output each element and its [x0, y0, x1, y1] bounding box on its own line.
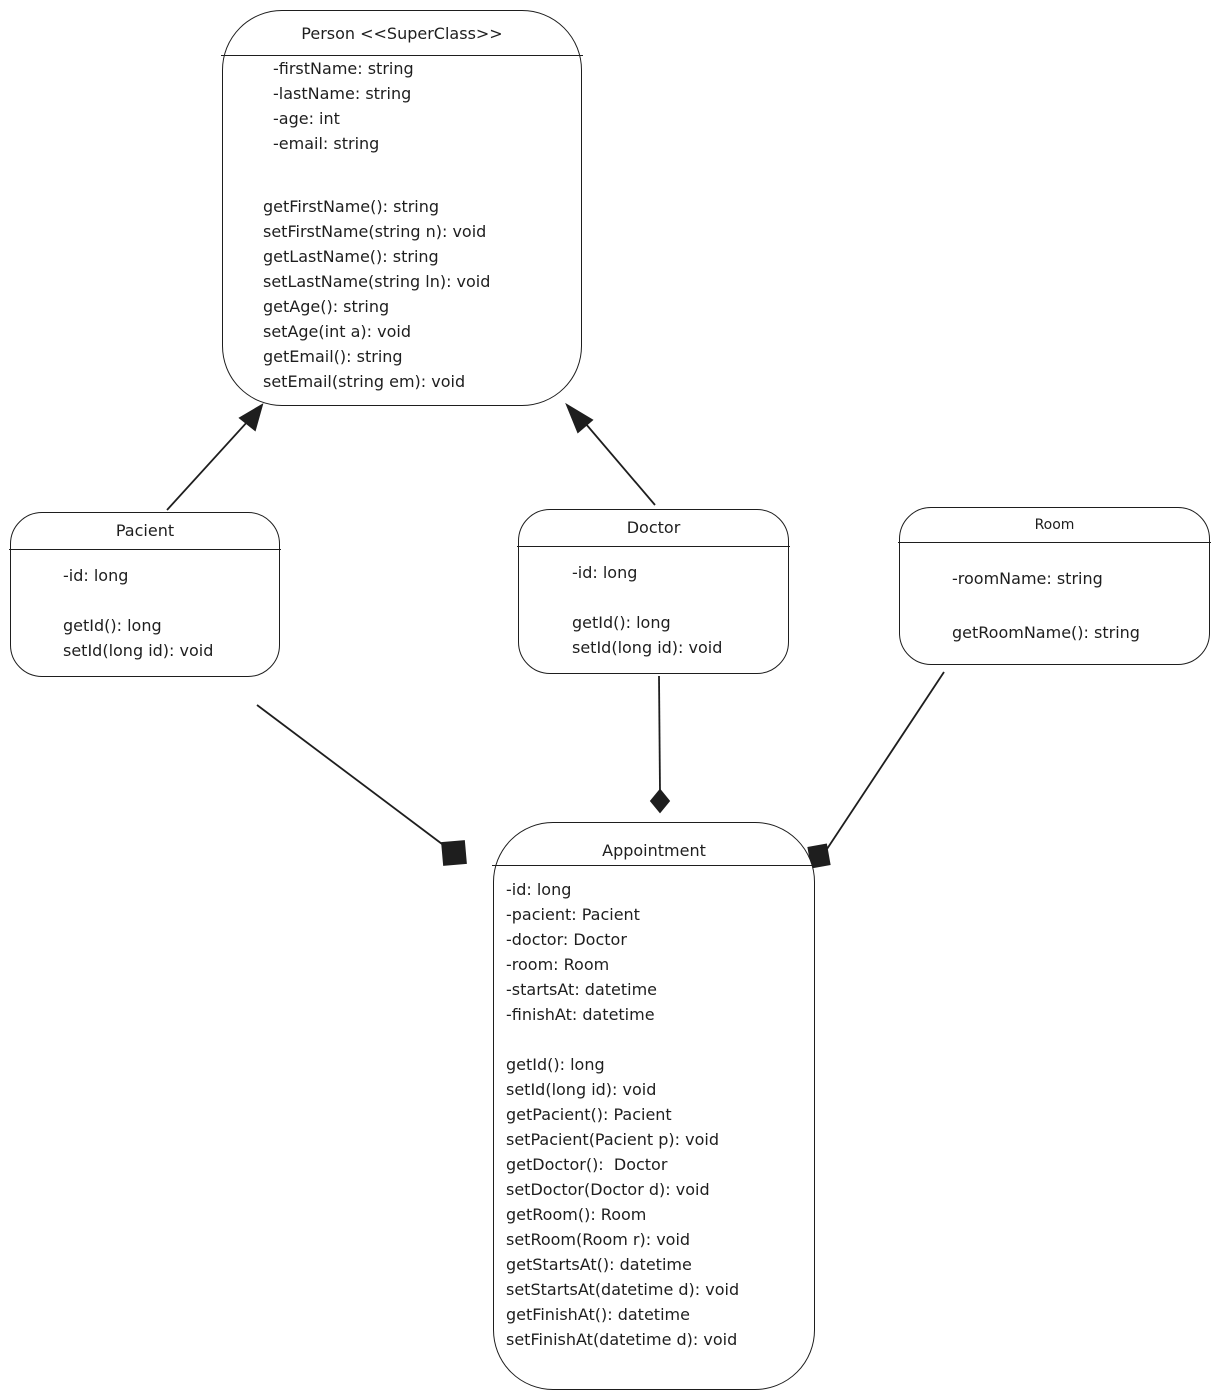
divider: [221, 55, 583, 56]
method-list: getId(): long setId(long id): void getPaci…: [506, 1052, 739, 1352]
attribute-item: -room: Room: [506, 955, 610, 974]
class-appointment[interactable]: Appointment -id: long -pacient: Pacient -d…: [492, 822, 816, 1390]
divider: [898, 542, 1211, 543]
inheritance-arrowhead-icon: [565, 402, 594, 434]
attribute-list: -id: long: [63, 563, 128, 588]
method-item: getId(): long: [572, 613, 671, 632]
method-item: getRoomName(): string: [952, 623, 1140, 642]
class-name: Pacient: [115, 521, 175, 540]
divider: [9, 549, 281, 550]
attribute-item: -lastName: string: [273, 84, 412, 103]
attribute-item: -id: long: [506, 880, 572, 899]
attribute-item: -roomName: string: [952, 569, 1103, 588]
doctor-appointment-composition-line: [658, 675, 661, 793]
class-name: Appointment: [602, 841, 706, 860]
method-item: setLastName(string ln): void: [263, 272, 491, 291]
class-name: Person <<SuperClass>>: [301, 24, 503, 43]
method-item: setFirstName(string n): void: [263, 222, 487, 241]
attribute-item: -pacient: Pacient: [506, 905, 640, 924]
class-person[interactable]: Person <<SuperClass>> -firstName: string…: [221, 10, 583, 406]
method-item: setId(long id): void: [572, 638, 723, 657]
attribute-item: -firstName: string: [273, 59, 414, 78]
method-item: getFirstName(): string: [263, 197, 440, 216]
inheritance-arrowhead-icon: [238, 403, 264, 432]
method-item: getRoom(): Room: [506, 1205, 647, 1224]
method-item: getAge(): string: [263, 297, 390, 316]
class-doctor[interactable]: Doctor -id: long getId(): long setId(long…: [517, 509, 790, 674]
method-item: setEmail(string em): void: [263, 372, 466, 391]
method-item: setFinishAt(datetime d): void: [506, 1330, 738, 1349]
attribute-item: -email: string: [273, 134, 380, 153]
class-pacient[interactable]: Pacient -id: long getId(): long setId(lon…: [9, 512, 281, 677]
attribute-item: -age: int: [273, 109, 340, 128]
method-item: setPacient(Pacient p): void: [506, 1130, 719, 1149]
attribute-item: -id: long: [63, 566, 129, 585]
method-item: getFinishAt(): datetime: [506, 1305, 690, 1324]
class-name: Doctor: [626, 518, 681, 537]
attribute-item: -doctor: Doctor: [506, 930, 627, 949]
method-item: setId(long id): void: [506, 1080, 657, 1099]
attribute-list: -id: long: [572, 560, 637, 585]
attribute-item: -finishAt: datetime: [506, 1005, 655, 1024]
method-item: setStartsAt(datetime d): void: [506, 1280, 740, 1299]
room-appointment-composition-line: [824, 671, 945, 853]
doctor-person-inheritance-line: [573, 409, 656, 506]
method-item: getEmail(): string: [263, 347, 403, 366]
attribute-list: -firstName: string -lastName: string -age:…: [273, 56, 414, 156]
attribute-item: -startsAt: datetime: [506, 980, 658, 999]
class-room[interactable]: Room -roomName: string getRoomName(): st…: [898, 507, 1211, 665]
method-list: getId(): long setId(long id): void: [63, 613, 213, 663]
method-item: getStartsAt(): datetime: [506, 1255, 692, 1274]
method-item: setDoctor(Doctor d): void: [506, 1180, 710, 1199]
method-item: getPacient(): Pacient: [506, 1105, 672, 1124]
attribute-list: -roomName: string: [952, 566, 1103, 591]
method-item: getId(): long: [63, 616, 162, 635]
method-item: getId(): long: [506, 1055, 605, 1074]
method-item: setAge(int a): void: [263, 322, 411, 341]
method-item: setRoom(Room r): void: [506, 1230, 691, 1249]
method-list: getFirstName(): string setFirstName(strin…: [263, 194, 490, 394]
attribute-item: -id: long: [572, 563, 638, 582]
pacient-person-inheritance-line: [166, 409, 259, 511]
method-list: getId(): long setId(long id): void: [572, 610, 722, 660]
divider: [492, 865, 816, 866]
class-name: Room: [1034, 517, 1075, 533]
pacient-appointment-composition-line: [256, 704, 451, 851]
divider: [517, 546, 790, 547]
method-list: getRoomName(): string: [952, 620, 1140, 645]
composition-square-icon: [441, 840, 467, 866]
attribute-list: -id: long -pacient: Pacient -doctor: Docto…: [506, 877, 657, 1027]
composition-diamond-icon: [649, 788, 671, 814]
method-item: setId(long id): void: [63, 641, 214, 660]
method-item: getDoctor(): Doctor: [506, 1155, 668, 1174]
method-item: getLastName(): string: [263, 247, 439, 266]
